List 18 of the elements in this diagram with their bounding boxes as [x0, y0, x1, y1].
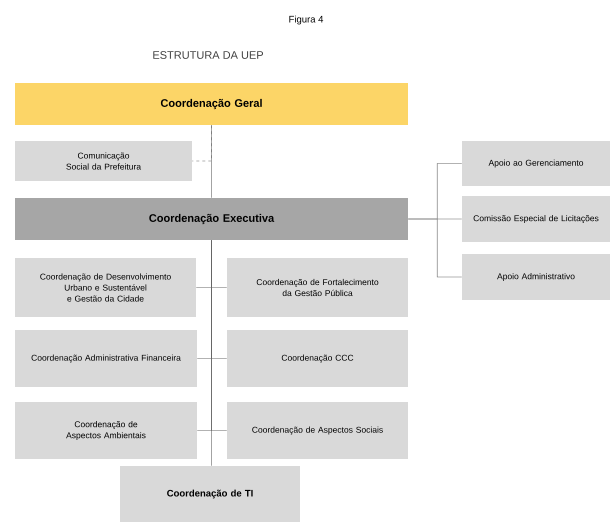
- unit-box: Comunicação Social da Prefeitura: [15, 141, 192, 181]
- unit-box: Coordenação de Aspectos Ambientais: [15, 402, 197, 459]
- unit-box: Apoio Administrativo: [462, 254, 610, 300]
- connector-line: [211, 240, 212, 466]
- chart-title: ESTRUTURA DA UEP: [153, 51, 264, 59]
- connector-line: [192, 124, 212, 162]
- connector-line: [408, 218, 462, 278]
- unit-box: Coordenação CCC: [227, 330, 408, 387]
- unit-box: Apoio ao Gerenciamento: [462, 141, 610, 186]
- unit-box: Coordenação de TI: [120, 466, 300, 522]
- unit-box: Coordenação de Desenvolvimento Urbano e Sustentável e Gestão da Cidade: [15, 258, 196, 317]
- header-box: Coordenação Executiva: [15, 198, 408, 240]
- unit-box: Comissão Especial de Licitações: [462, 196, 610, 242]
- figure-label: Figura 4: [289, 16, 324, 24]
- unit-box: Coordenação de Aspectos Sociais: [227, 402, 408, 459]
- header-box: Coordenação Geral: [15, 83, 408, 125]
- unit-box: Coordenação Administrativa Financeira: [15, 330, 197, 387]
- unit-box: Coordenação de Fortalecimento da Gestão Pública: [227, 258, 408, 317]
